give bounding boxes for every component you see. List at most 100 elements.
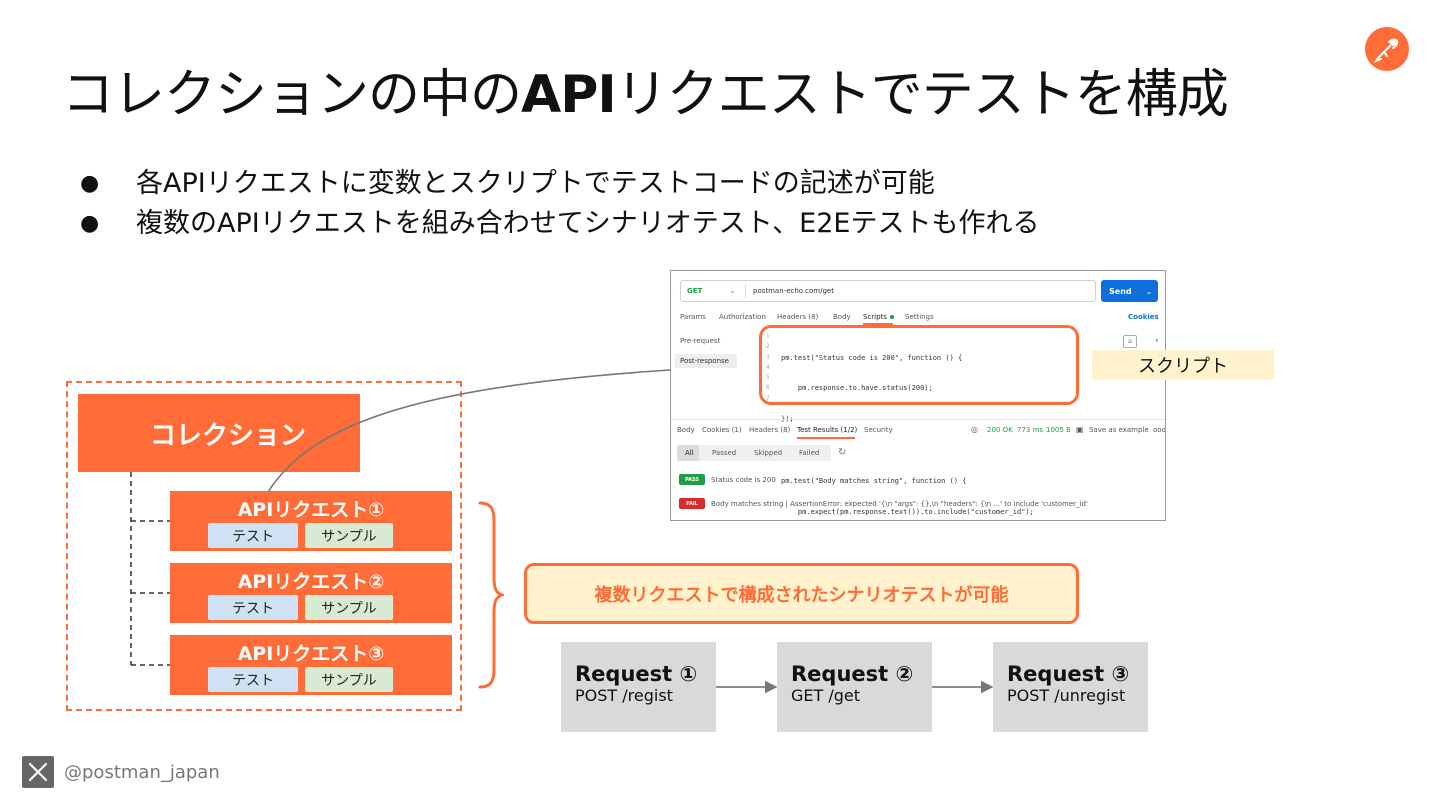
tab-headers[interactable]: Headers (8) xyxy=(777,313,819,321)
tab-params[interactable]: Params xyxy=(680,313,706,321)
resp-tab-cookies[interactable]: Cookies (1) xyxy=(702,426,742,434)
line-number: 4 xyxy=(766,363,770,371)
sample-chip: サンプル xyxy=(305,595,393,620)
collection-frame xyxy=(66,381,462,711)
line-number: 5 xyxy=(766,374,770,382)
flow-request-1: Request ① POST /regist xyxy=(561,642,716,732)
bullet-item: ● 複数のAPIリクエストを組み合わせてシナリオテスト、E2Eテストも作れる xyxy=(80,204,1039,244)
status-code: 200 OK xyxy=(987,426,1013,434)
test-chip: テスト xyxy=(208,667,298,692)
sample-chip: サンプル xyxy=(305,667,393,692)
flow-path: POST /unregist xyxy=(1007,686,1126,705)
globe-icon[interactable]: ◎ xyxy=(971,425,978,434)
filter-failed[interactable]: Failed xyxy=(799,449,820,457)
filter-all[interactable]: All xyxy=(685,449,694,457)
flow-request-2: Request ② GET /get xyxy=(777,642,932,732)
script-highlight xyxy=(759,325,1079,405)
send-button[interactable]: Send ⌄ xyxy=(1101,280,1158,302)
tab-body[interactable]: Body xyxy=(833,313,851,321)
test-chip: テスト xyxy=(208,523,298,548)
bullet-item: ● 各APIリクエストに変数とスクリプトでテストコードの記述が可能 xyxy=(80,164,1039,204)
active-tab-indicator xyxy=(797,437,855,439)
flow-title: Request ① xyxy=(575,662,698,686)
chevron-left-icon[interactable]: ‹ xyxy=(1155,336,1159,346)
resp-tab-security[interactable]: Security xyxy=(864,426,893,434)
api-request-label: APIリクエスト① xyxy=(237,499,385,521)
method-select[interactable]: GET xyxy=(687,287,703,295)
cookies-link[interactable]: Cookies xyxy=(1128,313,1159,321)
flow-request-3: Request ③ POST /unregist xyxy=(993,642,1148,732)
api-request-1[interactable]: APIリクエスト① テスト サンプル xyxy=(170,491,452,551)
bullet-list: ● 各APIリクエストに変数とスクリプトでテストコードの記述が可能 ● 複数のAPI… xyxy=(80,164,1039,244)
tab-scripts-label: Scripts xyxy=(863,313,887,321)
chevron-down-icon[interactable]: ⌄ xyxy=(729,286,736,295)
script-editor[interactable]: pm.test("Status code is 200", function (… xyxy=(781,332,1034,520)
resp-tab-body[interactable]: Body xyxy=(677,426,695,434)
title-part1: コレクションの中の xyxy=(62,65,522,125)
filter-all-bg xyxy=(677,445,699,461)
api-request-3[interactable]: APIリクエスト③ テスト サンプル xyxy=(170,635,452,695)
tab-authorization[interactable]: Authorization xyxy=(719,313,766,321)
snippet-icon[interactable]: ⌂ xyxy=(1123,335,1137,348)
collection-box: コレクション xyxy=(78,394,360,472)
title-part2: リクエストでテストを構成 xyxy=(615,65,1229,125)
code-line: pm.expect(pm.response.text()).to.include… xyxy=(781,508,1034,517)
side-tab-pre-request[interactable]: Pre-request xyxy=(680,337,721,345)
resp-tab-test-results[interactable]: Test Results (1/2) xyxy=(797,426,858,434)
bullet-text: 各APIリクエストに変数とスクリプトでテストコードの記述が可能 xyxy=(136,168,935,199)
save-icon[interactable]: ▣ xyxy=(1076,425,1084,434)
chevron-down-icon[interactable]: ⌄ xyxy=(1145,286,1153,296)
code-line: pm.response.to.have.status(200); xyxy=(781,384,933,393)
pass-badge: PASS xyxy=(679,474,705,485)
postman-logo-icon xyxy=(1365,27,1409,71)
send-label: Send xyxy=(1109,286,1132,296)
line-number: 3 xyxy=(766,353,770,361)
title-bold: API xyxy=(521,65,617,125)
curly-brace-icon xyxy=(478,501,504,689)
slide-title: コレクションの中のAPIリクエストでテストを構成 xyxy=(62,52,1229,127)
active-tab-indicator xyxy=(863,323,893,325)
refresh-icon[interactable]: ↻ xyxy=(838,447,847,458)
side-tab-post-response[interactable]: Post-response xyxy=(675,354,737,368)
line-number: 6 xyxy=(766,384,770,392)
flow-title: Request ③ xyxy=(1007,662,1130,686)
side-tab-label: Post-response xyxy=(680,357,729,365)
save-as-example-button[interactable]: Save as example xyxy=(1089,426,1149,434)
code-line: pm.test("Status code is 200", function (… xyxy=(781,353,963,362)
bullet-dot: ● xyxy=(80,211,100,236)
flow-title: Request ② xyxy=(791,662,914,686)
line-number: 2 xyxy=(766,343,770,351)
fail-badge: FAIL xyxy=(679,498,705,509)
bullet-text: 複数のAPIリクエストを組み合わせてシナリオテスト、E2Eテストも作れる xyxy=(136,208,1040,239)
resp-tab-headers[interactable]: Headers (8) xyxy=(749,426,791,434)
scenario-callout: 複数リクエストで構成されたシナリオテストが可能 xyxy=(524,563,1079,624)
url-divider xyxy=(745,284,746,298)
filter-skipped[interactable]: Skipped xyxy=(754,449,783,457)
result-filter-bar: All Passed Skipped Failed xyxy=(677,445,831,461)
api-request-2[interactable]: APIリクエスト② テスト サンプル xyxy=(170,563,452,623)
flow-path: GET /get xyxy=(791,686,861,705)
response-time: 773 ms xyxy=(1017,426,1044,434)
code-line: pm.test("Body matches string", function … xyxy=(781,477,967,486)
twitter-handle: @postman_japan xyxy=(64,762,220,783)
response-size: 1005 B xyxy=(1046,426,1071,434)
test-chip: テスト xyxy=(208,595,298,620)
filter-passed[interactable]: Passed xyxy=(712,449,737,457)
tab-scripts[interactable]: Scripts xyxy=(863,313,894,321)
tab-settings[interactable]: Settings xyxy=(905,313,934,321)
sample-chip: サンプル xyxy=(305,523,393,548)
url-bar[interactable]: GET ⌄ postman-echo.com/get xyxy=(680,280,1096,302)
active-dot-icon xyxy=(889,315,894,319)
bullet-dot: ● xyxy=(80,171,100,196)
url-input[interactable]: postman-echo.com/get xyxy=(753,287,834,295)
postman-screenshot: GET ⌄ postman-echo.com/get Send⌄ Params … xyxy=(670,270,1166,521)
more-icon[interactable]: ooo xyxy=(1153,426,1166,434)
api-request-label: APIリクエスト② xyxy=(237,571,385,593)
result-text: Body matches string | AssertionError: ex… xyxy=(711,500,1088,508)
x-logo-icon xyxy=(22,756,54,788)
result-text: Status code is 200 xyxy=(711,476,776,484)
script-label: スクリプト xyxy=(1092,350,1274,380)
api-request-label: APIリクエスト③ xyxy=(237,643,385,665)
panel-divider xyxy=(671,419,1165,420)
